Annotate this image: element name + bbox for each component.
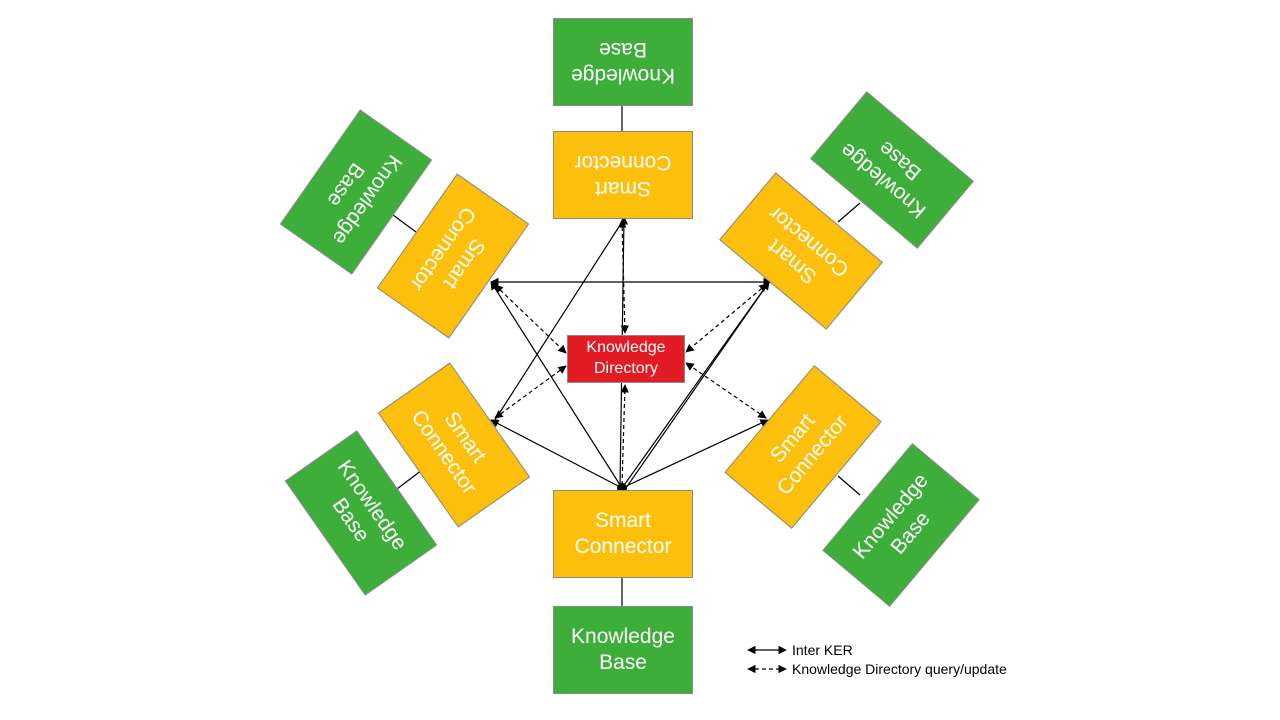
dashed-arrow-icon: [747, 664, 787, 673]
knowledge-base-top: Knowledge Base: [553, 18, 693, 106]
dir-arrow-topright: [685, 283, 768, 353]
knowledge-directory: Knowledge Directory: [567, 335, 685, 383]
dir-arrow-top: [618, 219, 629, 334]
smart-connector-label: Connector: [574, 151, 672, 174]
ker-arrow-top-bottomleft: [494, 221, 623, 421]
smart-connector-bottom: Smart Connector: [553, 490, 693, 578]
smart-connector-label: Smart: [595, 177, 652, 201]
knowledge-base-label: Knowledge: [571, 624, 675, 648]
dir-arrow-bottom: [620, 384, 629, 486]
ker-arrow-bottom-bottomleft: [490, 419, 623, 489]
knowledge-base-label: Knowledge: [571, 64, 675, 88]
kb-link-bottom-right: [837, 475, 861, 496]
dir-arrow-topleft: [494, 284, 567, 354]
dir-arrow-bottomleft: [494, 365, 567, 419]
legend-label: Inter KER: [792, 641, 853, 658]
dir-arrow-bottomright: [685, 362, 767, 419]
ker-arrow-bottom-bottomright: [621, 419, 769, 489]
smart-connector-label: Smart: [594, 508, 651, 532]
kb-link-top-right: [837, 202, 861, 223]
legend: Inter KER Knowledge Directory query/upda…: [745, 640, 1007, 678]
smart-connector-top: Smart Connector: [553, 131, 693, 219]
smart-connector-label: Connector: [574, 535, 672, 558]
directory-label: Knowledge: [586, 339, 666, 357]
knowledge-base-label: Base: [599, 651, 647, 674]
legend-item-directory: Knowledge Directory query/update: [745, 659, 1007, 678]
kb-link-bottom-left: [396, 469, 423, 490]
solid-arrow-icon: [747, 645, 787, 654]
knowledge-base-label: Base: [599, 38, 647, 61]
legend-item-inter-ker: Inter KER: [745, 640, 1007, 659]
kb-link-top-left: [392, 214, 417, 233]
directory-label: Directory: [593, 360, 658, 377]
legend-label: Knowledge Directory query/update: [792, 660, 1007, 677]
knowledge-base-bottom: Knowledge Base: [553, 606, 693, 694]
